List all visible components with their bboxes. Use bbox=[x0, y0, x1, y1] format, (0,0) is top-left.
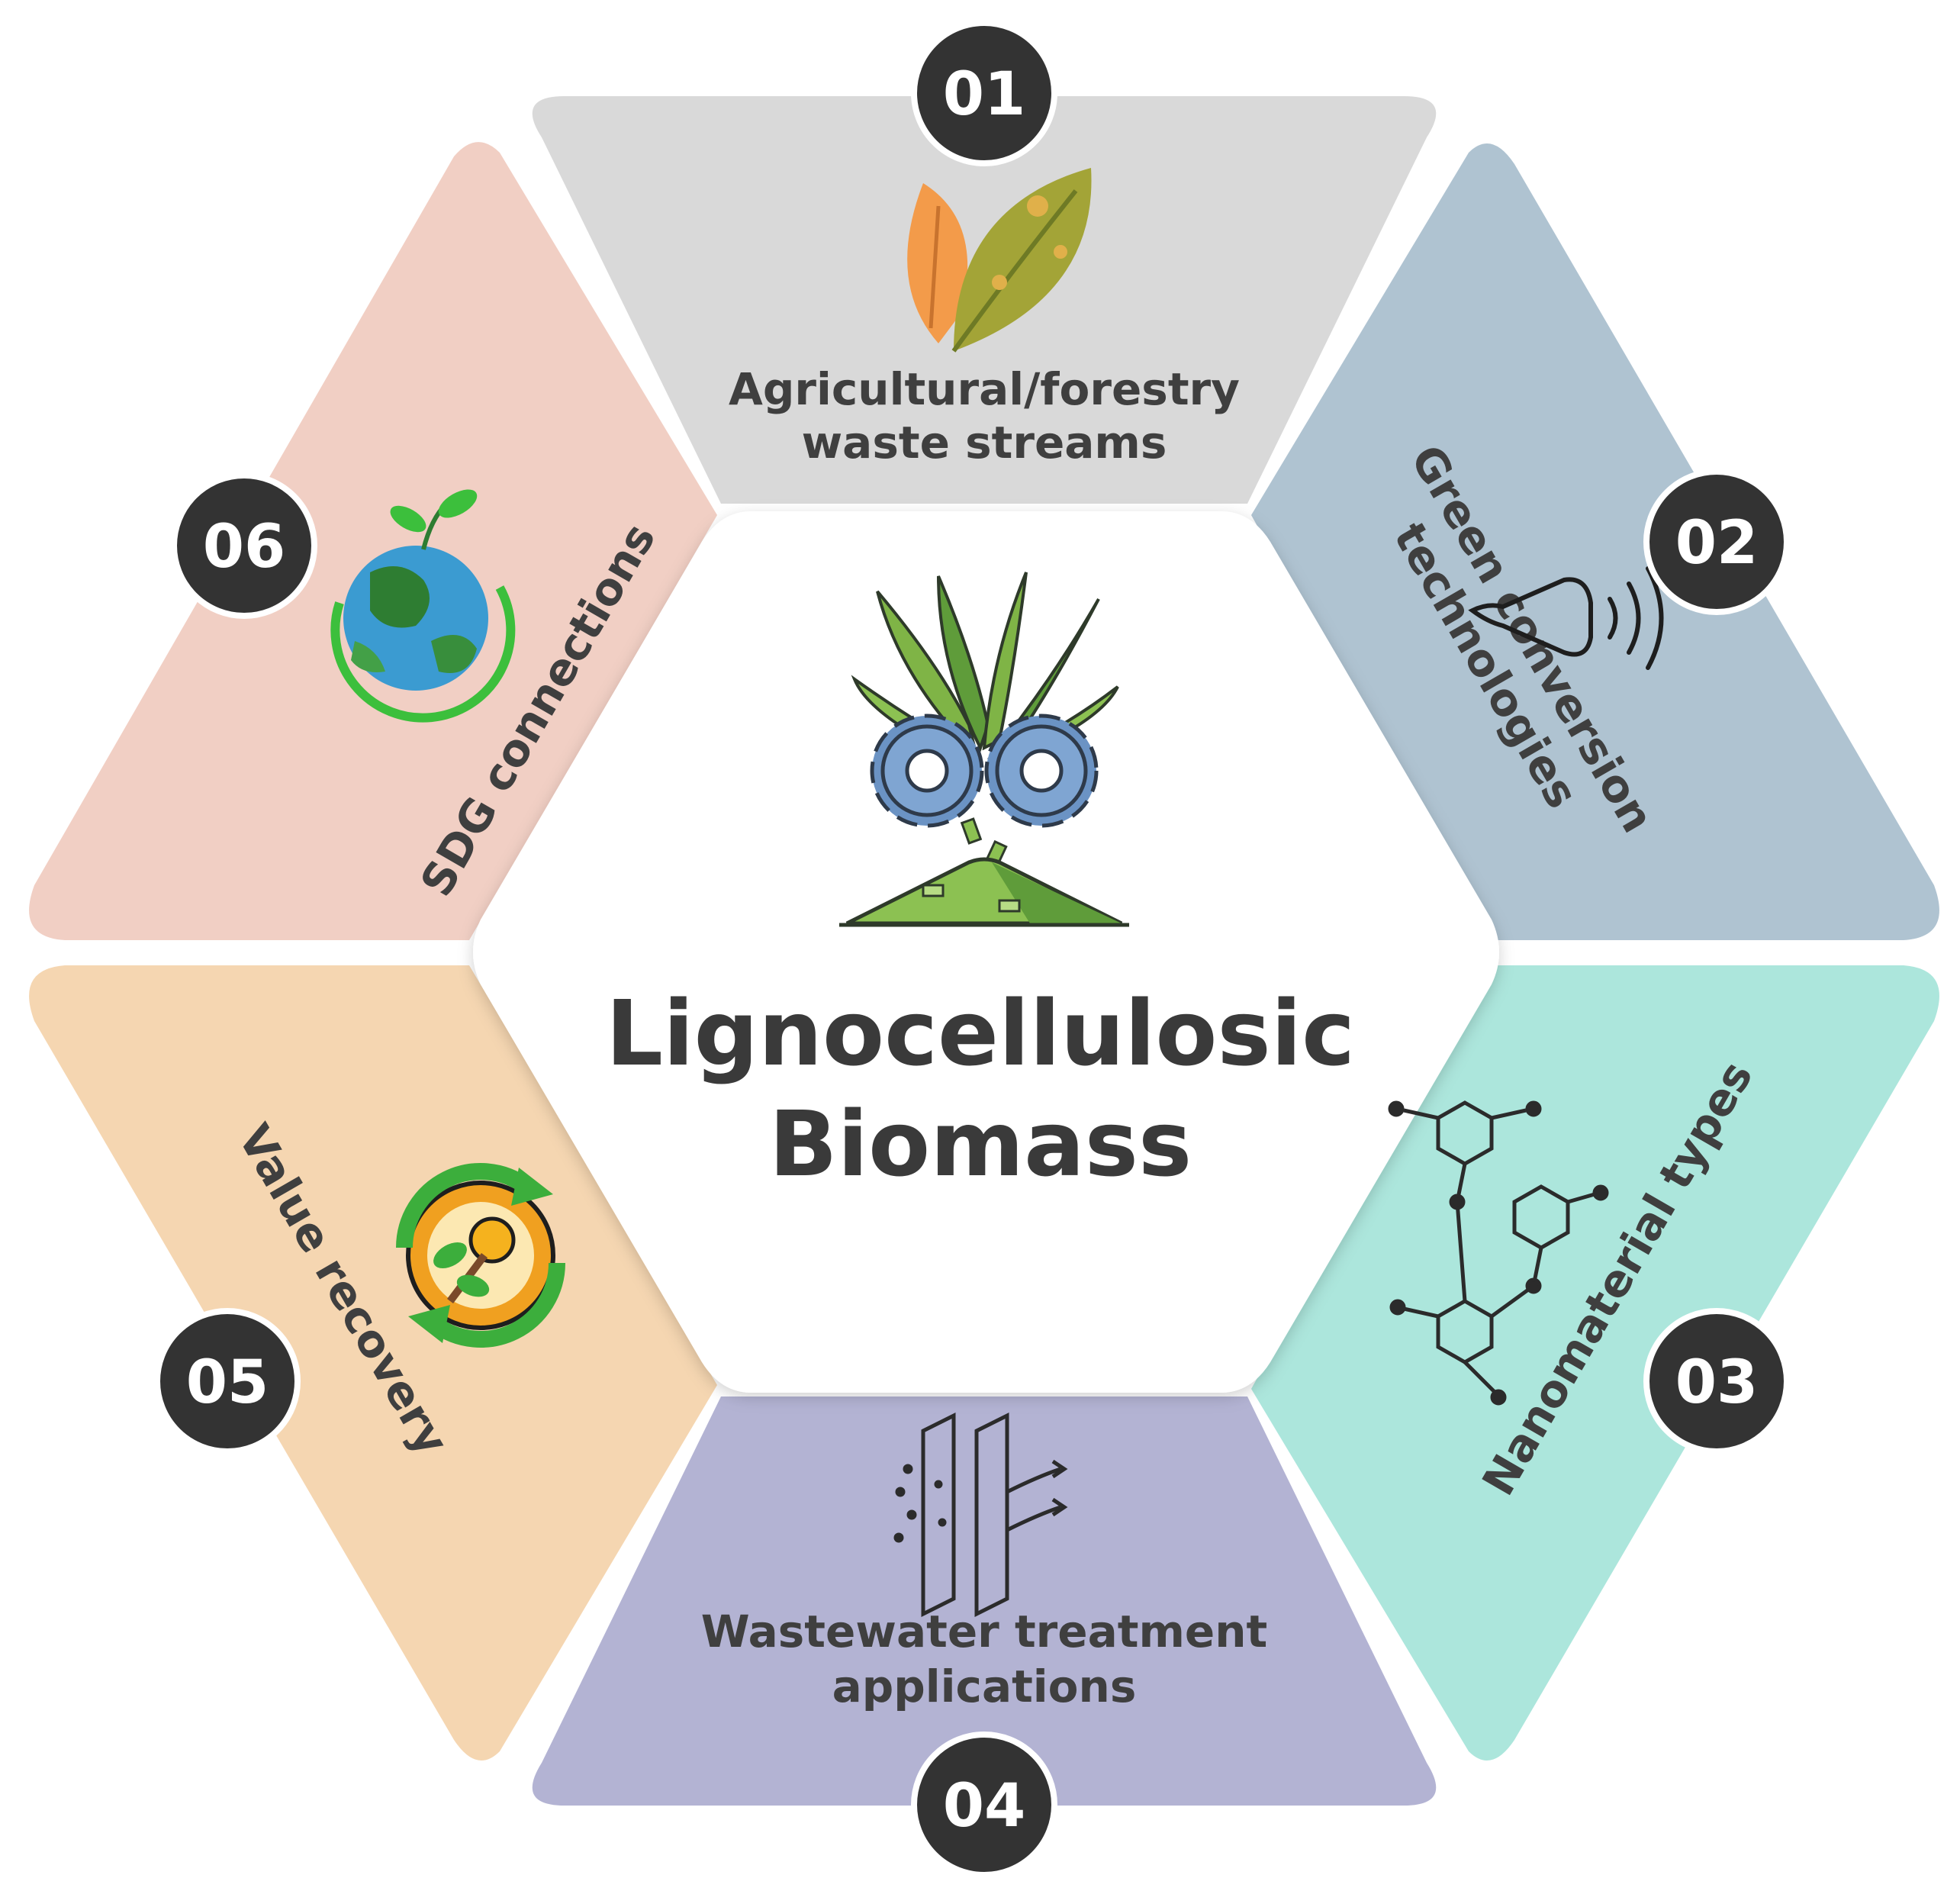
leaves-icon bbox=[907, 168, 1092, 353]
segment-05 bbox=[29, 965, 718, 1761]
segment-03 bbox=[1251, 965, 1939, 1761]
svg-text:03: 03 bbox=[1675, 1348, 1759, 1417]
svg-text:04: 04 bbox=[943, 1772, 1026, 1841]
filtration-membrane-icon bbox=[893, 1412, 1068, 1618]
svg-text:06: 06 bbox=[203, 513, 286, 581]
molecule-structure-icon bbox=[1388, 1100, 1609, 1406]
center-title-line-2: Biomass bbox=[769, 1091, 1192, 1197]
badge-03: 03 bbox=[1643, 1308, 1790, 1454]
ultrasound-probe-icon bbox=[1468, 566, 1664, 670]
svg-text:02: 02 bbox=[1675, 509, 1759, 578]
segment-01-label-2: waste streams bbox=[802, 417, 1167, 469]
svg-text:01: 01 bbox=[943, 60, 1026, 129]
center-hexagon bbox=[473, 511, 1499, 1393]
segment-02 bbox=[1251, 143, 1939, 940]
biomass-grinding-icon bbox=[839, 572, 1129, 927]
center-title-line-1: Lignocellulosic bbox=[606, 981, 1355, 1086]
badge-06: 06 bbox=[171, 472, 317, 619]
badge-05: 05 bbox=[154, 1308, 301, 1454]
segment-06 bbox=[29, 142, 718, 941]
badge-02: 02 bbox=[1643, 469, 1790, 615]
badge-01: 01 bbox=[911, 20, 1057, 166]
globe-sprout-icon bbox=[330, 489, 516, 723]
badge-04: 04 bbox=[911, 1732, 1057, 1878]
segment-01-label: Agricultural/forestry bbox=[729, 363, 1240, 415]
segment-04 bbox=[532, 1397, 1437, 1806]
svg-text:05: 05 bbox=[186, 1348, 269, 1417]
circular-economy-icon bbox=[396, 1163, 565, 1348]
segment-04-label-2: applications bbox=[832, 1661, 1137, 1712]
segment-04-label: Wastewater treatment bbox=[701, 1606, 1268, 1657]
